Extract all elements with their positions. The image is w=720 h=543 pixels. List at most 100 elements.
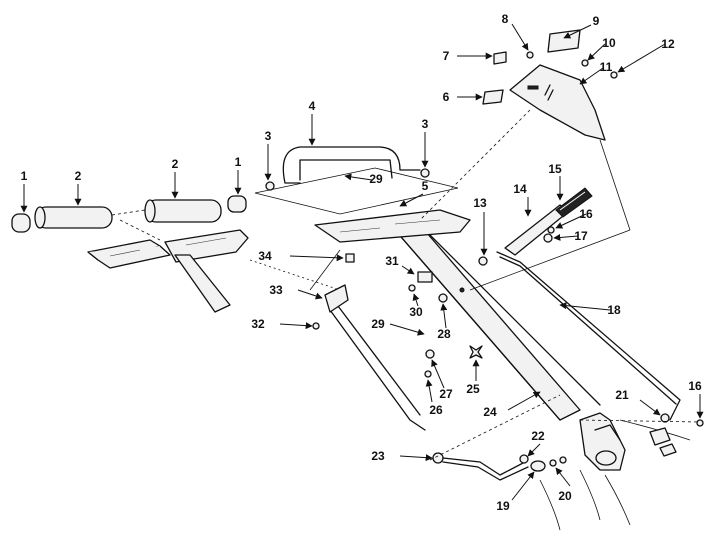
pin-26 — [424, 370, 432, 378]
callout-arrow-c19 — [511, 471, 535, 501]
callout-label-c4: 4 — [309, 99, 316, 113]
washer-20a — [549, 459, 557, 467]
nut-3-left — [265, 181, 275, 191]
callout-arrow-c17 — [553, 233, 579, 241]
washer-17 — [543, 233, 553, 243]
callout-arrow-c8 — [511, 23, 529, 51]
callout-label-c18: 18 — [607, 303, 621, 317]
callout-label-c31: 31 — [385, 254, 399, 268]
panel-5 — [254, 167, 459, 215]
knob-decal-6 — [482, 89, 504, 105]
callout-label-c16b: 16 — [688, 379, 702, 393]
decal-7 — [493, 51, 507, 65]
callout-label-c28: 28 — [437, 327, 451, 341]
callout-arrow-c10 — [587, 43, 606, 61]
callout-arrow-c12 — [617, 43, 666, 73]
handle-grip-right — [144, 199, 222, 223]
callout-label-c30: 30 — [409, 305, 423, 319]
callout-label-c22: 22 — [531, 429, 545, 443]
callout-label-c6: 6 — [443, 90, 450, 104]
callout-label-c11: 11 — [600, 60, 613, 74]
nut-22 — [519, 454, 529, 464]
callout-arrow-c28 — [440, 303, 448, 329]
callout-label-c16a: 16 — [579, 207, 593, 221]
callout-label-c14: 14 — [513, 182, 527, 196]
callout-arrow-c27 — [431, 359, 445, 389]
label-decal-9 — [547, 29, 581, 53]
callout-label-c1b: 1 — [235, 155, 242, 169]
callout-label-c26: 26 — [429, 403, 443, 417]
cotter-pin-16 — [547, 226, 555, 234]
callout-label-c17: 17 — [574, 229, 588, 243]
nut-21 — [660, 413, 670, 423]
bracket-31 — [417, 271, 433, 283]
callout-arrow-c23 — [399, 454, 433, 462]
callout-label-c34: 34 — [258, 249, 272, 263]
control-rod-29 — [329, 305, 426, 431]
callout-label-c8: 8 — [502, 12, 509, 26]
lower-handle-left-assembly — [87, 219, 249, 313]
nut-3-right — [420, 168, 430, 178]
callout-label-c5: 5 — [422, 179, 429, 193]
screw-10 — [581, 59, 589, 67]
callout-arrow-c16a — [555, 213, 587, 229]
wheel-housing — [539, 412, 691, 531]
callout-label-c10: 10 — [602, 36, 616, 50]
callout-arrow-c20 — [555, 467, 571, 487]
callout-arrow-c32 — [279, 322, 313, 330]
callout-label-c15: 15 — [548, 162, 562, 176]
callout-arrow-c21 — [639, 399, 661, 416]
bolt-32 — [312, 322, 320, 330]
callout-label-c33: 33 — [269, 283, 283, 297]
callout-label-c1a: 1 — [21, 169, 28, 183]
washer-30 — [408, 284, 416, 292]
callout-arrow-c29b — [389, 323, 425, 336]
callout-arrow-c30 — [412, 293, 420, 307]
callout-arrow-c31 — [401, 265, 415, 275]
screw-8 — [526, 51, 534, 59]
callout-arrow-c33 — [297, 289, 323, 300]
callout-arrow-c34 — [289, 254, 344, 262]
control-rod-18 — [496, 251, 681, 421]
callout-label-c3b: 3 — [422, 117, 429, 131]
star-washer-25 — [469, 345, 483, 359]
washer-19 — [530, 460, 546, 472]
clip-34 — [345, 253, 355, 263]
cotter-pin-16b — [696, 419, 704, 427]
callout-label-c21: 21 — [615, 388, 629, 402]
bracket-33 — [324, 284, 349, 313]
spring-27 — [425, 349, 435, 359]
callout-label-c27: 27 — [439, 387, 453, 401]
nut-13 — [478, 256, 488, 266]
handle-mounting-plate — [314, 209, 471, 243]
callout-arrow-c24 — [507, 391, 541, 411]
callout-arrow-c9 — [563, 24, 592, 39]
callout-arrow-c18 — [559, 302, 611, 311]
callout-label-c13: 13 — [473, 196, 487, 210]
callout-arrow-c26 — [425, 379, 433, 403]
callout-label-c3a: 3 — [265, 129, 272, 143]
callout-label-c25: 25 — [466, 382, 480, 396]
callout-label-c24: 24 — [483, 405, 497, 419]
handle-grip-right-end-cap — [227, 195, 247, 213]
rivet — [459, 287, 465, 293]
handle-grip-left — [34, 206, 113, 229]
callout-label-c7: 7 — [443, 49, 450, 63]
callout-label-c20: 20 — [558, 489, 572, 503]
callout-label-c32: 32 — [251, 317, 265, 331]
callout-label-c9: 9 — [593, 14, 600, 28]
callout-arrow-c11 — [579, 67, 604, 85]
callout-label-c23: 23 — [371, 449, 385, 463]
screw-12 — [610, 71, 618, 79]
rod-end-clip — [649, 427, 677, 457]
callout-arrow-c5 — [399, 193, 424, 207]
callout-label-c19: 19 — [496, 499, 510, 513]
callout-label-c2b: 2 — [172, 157, 179, 171]
nut-28 — [438, 293, 448, 303]
callout-arrow-c29a — [344, 173, 373, 181]
upper-handle-4 — [282, 146, 421, 184]
callout-label-c12: 12 — [661, 37, 675, 51]
